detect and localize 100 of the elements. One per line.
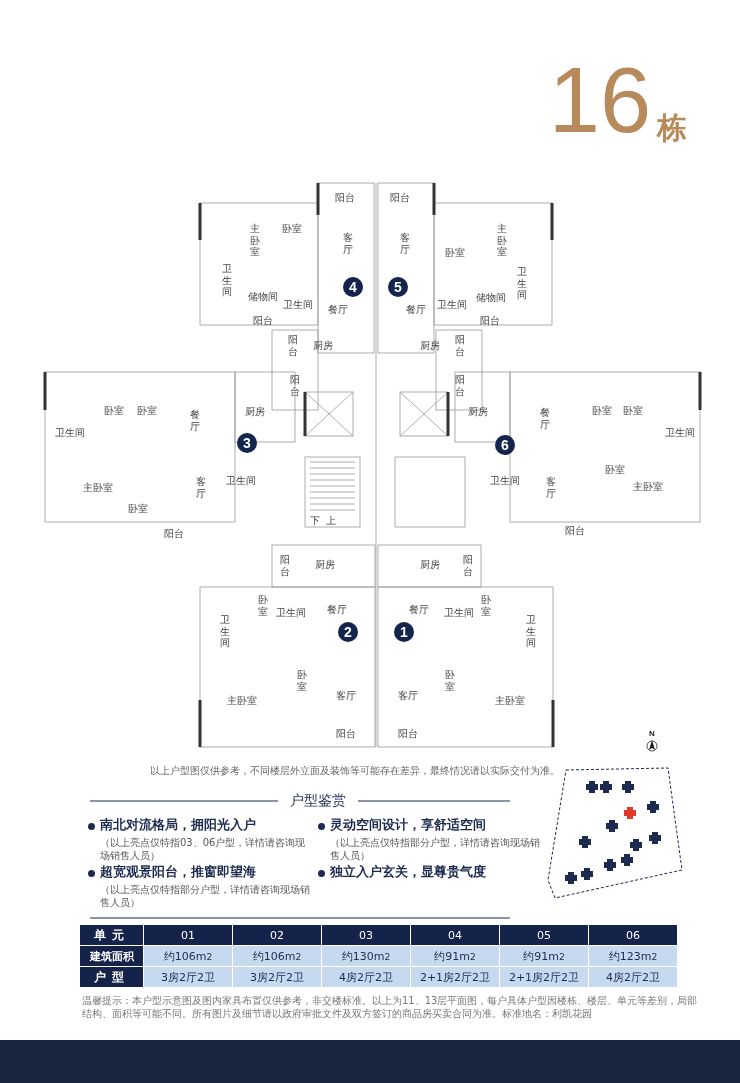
room-label: 阳台	[455, 373, 465, 397]
room-label: 厨房	[315, 558, 335, 570]
unit-number-marker: 1	[394, 622, 414, 642]
room-label: 主卧室	[495, 694, 525, 706]
table-cell: 2+1房2厅2卫	[411, 967, 500, 988]
table-header-cell: 05	[500, 925, 589, 946]
room-label: 阳台	[290, 373, 300, 397]
room-label: 阳台	[455, 333, 465, 357]
feature-note: （以上亮点仅特指部分户型，详情请咨询现场销售人员）	[100, 884, 311, 909]
disclaimer-note: 以上户型图仅供参考，不同楼层外立面及装饰等可能存在差异，最终情况请以实际交付为准。	[150, 764, 560, 776]
feature-note: （以上亮点仅特指03、06户型，详情请咨询现场销售人员）	[100, 837, 307, 862]
room-label: 主卧室	[227, 694, 257, 706]
feature-text: 独立入户玄关，显尊贵气度	[330, 865, 486, 879]
table-header-cell: 01	[144, 925, 233, 946]
table-header-cell: 03	[322, 925, 411, 946]
unit-number-marker: 4	[343, 277, 363, 297]
building-label: 栋	[657, 108, 687, 147]
table-cell: 2+1房2厅2卫	[500, 967, 589, 988]
room-label: 卫生间	[490, 474, 520, 486]
room-label: 储物间	[248, 290, 278, 302]
room-label: 阳台	[480, 314, 500, 326]
room-label: 下	[310, 514, 320, 526]
table-cell: 4房2厅2卫	[322, 967, 411, 988]
room-label: 卫生间	[276, 606, 306, 618]
room-label: 餐厅	[327, 603, 347, 615]
table-header-cell: 04	[411, 925, 500, 946]
table-header-cell: 单元	[80, 925, 144, 946]
room-label: 卧室	[445, 668, 455, 692]
room-label: 卫生间	[665, 426, 695, 438]
room-label: 阳台	[463, 553, 473, 577]
room-label: 餐厅	[190, 408, 200, 432]
room-label: 卫生间	[437, 298, 467, 310]
room-label: 餐厅	[540, 406, 550, 430]
room-label: 阳台	[164, 527, 184, 539]
room-label: 卧室	[282, 222, 302, 234]
table-header-cell: 06	[589, 925, 678, 946]
room-label: 卧室	[258, 593, 268, 617]
room-label: 厨房	[420, 339, 440, 351]
table-header-cell: 建筑面积	[80, 946, 144, 967]
feature-text: 灵动空间设计，享舒适空间	[330, 818, 486, 832]
room-label: 卧室	[297, 668, 307, 692]
room-label: 阳台	[398, 727, 418, 739]
room-label: 客厅	[400, 231, 410, 255]
room-label: 阳台	[336, 727, 356, 739]
room-label: 卧室	[481, 593, 491, 617]
table-cell: 4房2厅2卫	[589, 967, 678, 988]
room-label: 卫生间	[526, 613, 536, 649]
unit-number-marker: 5	[388, 277, 408, 297]
room-label: 餐厅	[328, 303, 348, 315]
room-label: 主卧室	[497, 222, 507, 258]
room-label: 储物间	[476, 291, 506, 303]
unit-number-marker: 3	[237, 433, 257, 453]
room-label: 卫生间	[222, 262, 232, 298]
room-label: 卧室	[605, 463, 625, 475]
room-label: 厨房	[468, 405, 488, 417]
room-label: 客厅	[196, 475, 206, 499]
room-label: 厨房	[313, 339, 333, 351]
room-label: 厨房	[420, 558, 440, 570]
north-label: N	[649, 728, 655, 738]
table-header-cell: 户型	[80, 967, 144, 988]
room-label: 阳台	[280, 553, 290, 577]
room-label: 卧室	[445, 246, 465, 258]
room-label: 卫生间	[283, 298, 313, 310]
room-label: 餐厅	[406, 303, 426, 315]
room-label: 卧室	[623, 404, 643, 416]
room-label: 餐厅	[409, 603, 429, 615]
table-header-cell: 02	[233, 925, 322, 946]
room-label: 卫生间	[55, 426, 85, 438]
table-cell: 3房2厅2卫	[144, 967, 233, 988]
room-label: 卧室	[128, 502, 148, 514]
room-label: 客厅	[336, 689, 356, 701]
footnote: 温馨提示：本户型示意图及图内家具布置仅供参考，非交楼标准。以上为11、13层平面图，每户具体户型因楼栋、楼层、单元等差别，局部结构、面积等可能不同。所有图片及细节请以政府审批文件及双方签订的商品房买卖合同为准。标准地名：利凯花园	[82, 994, 699, 1020]
building-number: 16	[548, 54, 652, 146]
room-label: 阳台	[565, 524, 585, 536]
room-label: 主卧室	[83, 481, 113, 493]
room-label: 厨房	[245, 405, 265, 417]
room-label: 客厅	[343, 231, 353, 255]
section-heading: 户型鉴赏	[290, 793, 346, 809]
room-label: 阳台	[288, 333, 298, 357]
room-label: 卫生间	[444, 606, 474, 618]
room-label: 卫生间	[226, 474, 256, 486]
feature-text: 南北对流格局，拥阳光入户	[100, 818, 256, 832]
room-label: 卧室	[137, 404, 157, 416]
room-label: 主卧室	[633, 480, 663, 492]
room-label: 上	[326, 514, 336, 526]
room-label: 阳台	[335, 191, 355, 203]
room-label: 卧室	[592, 404, 612, 416]
room-label: 客厅	[546, 475, 556, 499]
room-label: 阳台	[390, 191, 410, 203]
room-label: 阳台	[253, 314, 273, 326]
table-cell: 3房2厅2卫	[233, 967, 322, 988]
feature-text: 超宽观景阳台，推窗即望海	[100, 865, 256, 879]
room-label: 卧室	[104, 404, 124, 416]
unit-number-marker: 6	[495, 435, 515, 455]
room-label: 卫生间	[220, 613, 230, 649]
room-label: 客厅	[398, 689, 418, 701]
room-label: 卫生间	[517, 265, 527, 301]
feature-note: （以上亮点仅特指部分户型，详情请咨询现场销售人员）	[330, 837, 541, 862]
unit-number-marker: 2	[338, 622, 358, 642]
room-label: 主卧室	[250, 222, 260, 258]
